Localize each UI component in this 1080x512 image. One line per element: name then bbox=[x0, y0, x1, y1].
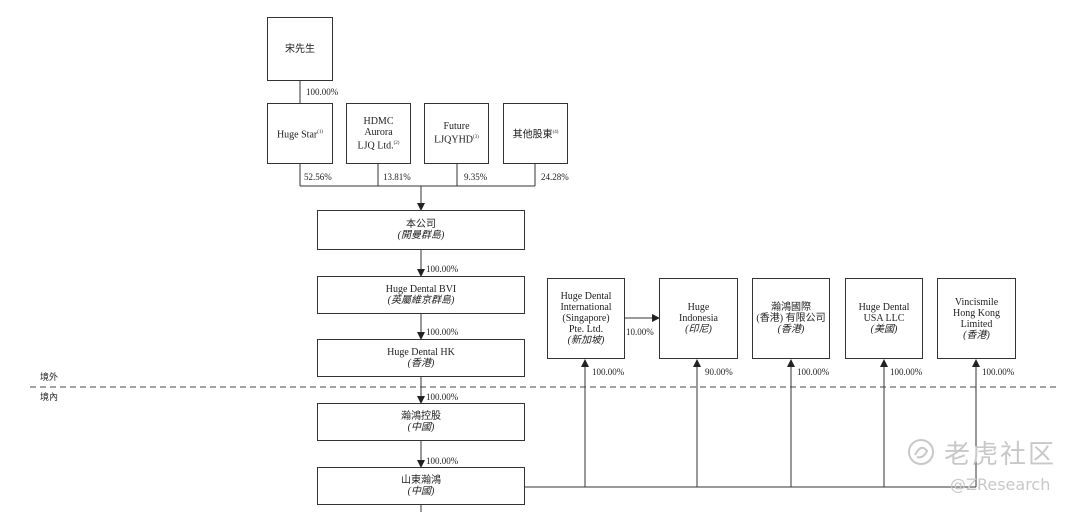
node-indonesia-line-0: Huge bbox=[687, 302, 710, 313]
node-konggu-place: (中國) bbox=[407, 422, 435, 433]
node-usa: Huge Dental USA LLC (美國) bbox=[845, 278, 923, 359]
node-future: Future LJQYHD(3) bbox=[424, 103, 489, 164]
node-vincismile: Vincismile Hong Kong Limited (香港) bbox=[937, 278, 1016, 359]
pct-singapore: 100.00% bbox=[592, 367, 625, 377]
node-singapore: Huge Dental International (Singapore) Pt… bbox=[547, 278, 625, 359]
node-shandong-place: (中國) bbox=[407, 486, 435, 497]
node-huge-star: Huge Star(1) bbox=[267, 103, 333, 164]
node-vinci-place: (香港) bbox=[963, 329, 990, 341]
node-mr-song: 宋先生 bbox=[267, 17, 333, 81]
node-huge-star-name: Huge Star bbox=[276, 129, 318, 141]
node-company: 本公司 (開曼群島) bbox=[317, 210, 525, 250]
watermark-brand: 老虎社区 bbox=[944, 440, 1057, 470]
node-others-name: 其他股東 bbox=[512, 129, 553, 141]
node-hdmc-line-1: Aurora bbox=[364, 126, 393, 138]
note-2: (2) bbox=[393, 140, 400, 146]
pct-konggu: 100.00% bbox=[426, 392, 459, 402]
node-hdmc-line-0: HDMC bbox=[363, 115, 394, 127]
node-singapore-line-0: Huge Dental bbox=[560, 291, 612, 302]
node-usa-place: (美國) bbox=[870, 324, 898, 335]
node-hk-international: 瀚鴻國際 (香港) 有限公司 (香港) bbox=[752, 278, 830, 359]
pct-indonesia: 90.00% bbox=[705, 367, 733, 377]
node-singapore-line-3: Pte. Ltd. bbox=[568, 324, 604, 335]
node-shandong: 山東瀚鴻 (中國) bbox=[317, 467, 525, 505]
zone-onshore: 境內 bbox=[40, 392, 59, 402]
note-3: (3) bbox=[473, 135, 479, 141]
node-hk-name: Huge Dental HK bbox=[387, 347, 455, 358]
pct-usa: 100.00% bbox=[890, 367, 923, 377]
pct-hk: 100.00% bbox=[426, 327, 459, 337]
node-indonesia-line-1: Indonesia bbox=[679, 313, 718, 324]
node-hkintl-place: (香港) bbox=[777, 324, 805, 335]
node-hkintl-line-1: (香港) 有限公司 bbox=[756, 313, 826, 324]
node-konggu-name: 瀚鴻控股 bbox=[401, 411, 441, 422]
node-hdmc-line-2: LJQ Ltd. bbox=[357, 140, 394, 152]
node-indonesia: Huge Indonesia (印尼) bbox=[659, 278, 738, 359]
node-singapore-line-1: International bbox=[560, 302, 612, 313]
pct-song-star: 100.00% bbox=[306, 87, 339, 97]
node-hkintl-line-0: 瀚鴻國際 bbox=[771, 302, 811, 313]
node-bvi-place: (英屬維京群島) bbox=[387, 295, 455, 306]
pct-star: 52.56% bbox=[304, 172, 332, 182]
node-other-shareholders: 其他股東(4) bbox=[503, 103, 568, 164]
note-4: (4) bbox=[552, 129, 559, 135]
node-company-name: 本公司 bbox=[406, 219, 436, 230]
pct-bvi: 100.00% bbox=[426, 264, 459, 274]
node-future-line-1: LJQYHD bbox=[434, 134, 474, 146]
note-1: (1) bbox=[317, 129, 324, 135]
watermark-logo-icon bbox=[906, 437, 936, 471]
node-hk-place: (香港) bbox=[407, 358, 435, 369]
node-hdmc: HDMC Aurora LJQ Ltd.(2) bbox=[346, 103, 411, 164]
pct-hdmc: 13.81% bbox=[383, 172, 411, 182]
node-vinci-line-0: Vincismile bbox=[954, 296, 999, 308]
pct-sg-indonesia: 10.00% bbox=[626, 327, 654, 337]
node-konggu: 瀚鴻控股 (中國) bbox=[317, 403, 525, 441]
node-vinci-line-2: Limited bbox=[960, 318, 993, 330]
watermark-handle: @ZResearch bbox=[950, 475, 1051, 494]
node-hk: Huge Dental HK (香港) bbox=[317, 339, 525, 377]
node-usa-line-1: USA LLC bbox=[863, 313, 905, 324]
node-indonesia-place: (印尼) bbox=[685, 324, 712, 335]
node-singapore-line-2: (Singapore) bbox=[562, 313, 610, 324]
node-shandong-name: 山東瀚鴻 bbox=[401, 475, 441, 486]
node-usa-line-0: Huge Dental bbox=[858, 302, 910, 313]
node-singapore-place: (新加坡) bbox=[567, 335, 605, 346]
node-vinci-line-1: Hong Kong bbox=[953, 307, 1000, 319]
node-mr-song-line: 宋先生 bbox=[285, 43, 315, 55]
zone-offshore: 境外 bbox=[40, 372, 59, 382]
node-bvi-name: Huge Dental BVI bbox=[385, 284, 457, 295]
pct-future: 9.35% bbox=[464, 172, 488, 182]
pct-hkintl: 100.00% bbox=[797, 367, 830, 377]
node-company-place: (開曼群島) bbox=[397, 230, 445, 241]
node-future-line-0: Future bbox=[443, 121, 470, 133]
pct-shandong: 100.00% bbox=[426, 456, 459, 466]
pct-others: 24.28% bbox=[541, 172, 569, 182]
pct-vinci: 100.00% bbox=[982, 367, 1015, 377]
node-bvi: Huge Dental BVI (英屬維京群島) bbox=[317, 276, 525, 314]
